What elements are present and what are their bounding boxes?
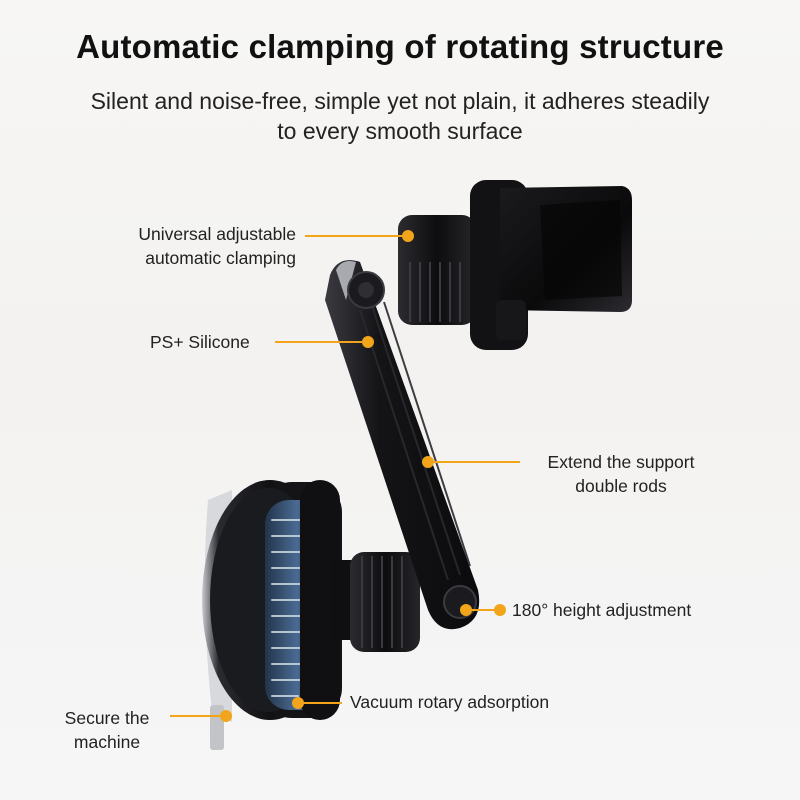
callout-rods-line-2: double rods: [575, 476, 667, 496]
callout-dot-icon: [292, 697, 304, 709]
callout-rods-line-1: Extend the support: [547, 452, 695, 472]
callout-secure-line-1: Secure the: [64, 708, 150, 728]
callout-dot-icon: [460, 604, 472, 616]
callout-dot-icon: [422, 456, 434, 468]
clamp-head: [398, 180, 632, 350]
callout-rods: Extend the support double rods: [526, 450, 716, 498]
callout-lines: [170, 235, 520, 717]
page-title: Automatic clamping of rotating structure: [76, 28, 724, 65]
callout-dot-icon: [220, 710, 232, 722]
callout-secure: Secure the machine: [48, 706, 166, 754]
page-subtitle: Silent and noise-free, simple yet not pl…: [0, 86, 800, 146]
callout-secure-line-2: machine: [73, 732, 141, 752]
lower-joint: [330, 552, 420, 652]
callout-vacuum: Vacuum rotary adsorption: [350, 692, 550, 712]
callout-dot-icon: [494, 604, 506, 616]
callout-dot-icon: [362, 336, 374, 348]
callout-clamping: Universal adjustable automatic clamping: [80, 222, 296, 270]
callout-silicone: PS+ Silicone: [150, 332, 250, 352]
subtitle-line-1: Silent and noise-free, simple yet not pl…: [90, 88, 710, 114]
support-arm: [325, 260, 480, 630]
callout-clamping-line-1: Universal adjustable: [138, 224, 296, 244]
callout-height: 180° height adjustment: [512, 600, 692, 620]
subtitle-line-2: to every smooth surface: [277, 118, 523, 144]
callout-dot-icon: [402, 230, 414, 242]
callout-clamping-line-2: automatic clamping: [145, 248, 296, 268]
suction-base: [202, 480, 342, 750]
